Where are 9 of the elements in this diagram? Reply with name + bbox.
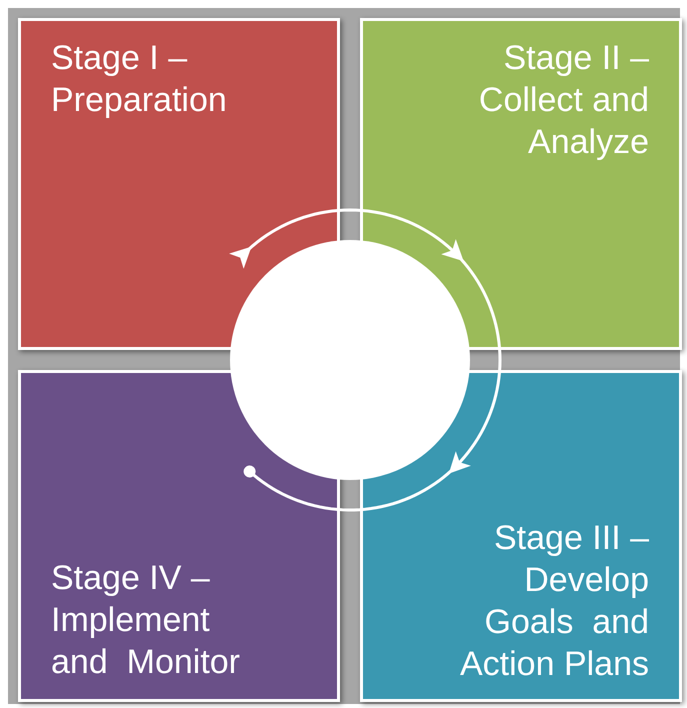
stage-panel xyxy=(360,370,682,702)
stage-title: Stage I – Preparation xyxy=(51,38,228,121)
stage-title: Stage III – Develop Goals and Action Plans xyxy=(459,518,649,685)
stage-panel xyxy=(18,370,340,702)
stage-panel xyxy=(18,18,340,350)
stage-title: Stage II – Collect and Analyze xyxy=(478,38,649,163)
stage-panel xyxy=(360,18,682,350)
cycle-arrow xyxy=(229,208,464,269)
stage-title: Stage IV – Implement and Monitor xyxy=(51,558,241,683)
